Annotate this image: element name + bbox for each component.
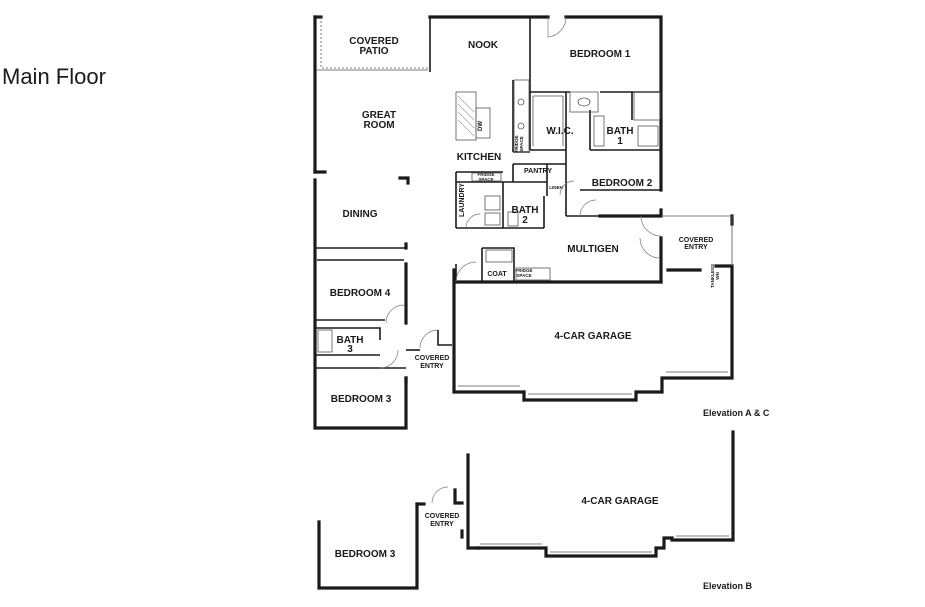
bedroom-4-label: BEDROOM 4	[330, 288, 391, 299]
bath-2-label: BATH	[511, 205, 538, 216]
fridge-space-mg-label-2: SPACE	[516, 273, 531, 278]
covered-entry-right-label: COVERED	[679, 237, 714, 244]
fridge-space-mg-label: FRIDGE	[515, 268, 532, 273]
great-room-label-2: ROOM	[363, 120, 394, 131]
garage-a-label: 4-CAR GARAGE	[554, 331, 632, 342]
bath-1-label-2: 1	[617, 136, 623, 147]
page-title: Main Floor	[2, 64, 106, 89]
coat-label: COAT	[487, 271, 507, 278]
covered-entry-a-outline	[404, 330, 452, 384]
covered-entry-right-outline	[640, 215, 733, 266]
covered-entry-a-label: COVERED	[415, 355, 450, 362]
covered-entry-b-label-2: ENTRY	[430, 521, 454, 528]
garage-b-label: 4-CAR GARAGE	[581, 496, 659, 507]
elevation-a-c-label: Elevation A & C	[703, 408, 770, 418]
covered-patio-label-2: PATIO	[359, 46, 388, 57]
nook-label: NOOK	[468, 40, 499, 51]
bedroom-2-label: BEDROOM 2	[592, 178, 653, 189]
bath-fixtures	[317, 91, 661, 353]
linen-label: LINEN	[549, 185, 563, 190]
covered-patio-outline	[317, 17, 431, 72]
bedroom-3-a-label: BEDROOM 3	[331, 394, 392, 405]
bedroom-1-label: BEDROOM 1	[570, 49, 631, 60]
exterior-walls	[313, 15, 734, 430]
covered-patio-label: COVERED	[349, 36, 398, 47]
covered-entry-right-label-2: ENTRY	[684, 244, 708, 251]
kitchen-label: KITCHEN	[457, 152, 501, 163]
wic-label: W.I.C.	[546, 126, 573, 137]
door-swings	[379, 16, 661, 369]
fixture-labels: DW FRIDGE SPACE	[478, 121, 524, 153]
great-room-label: GREAT	[362, 110, 396, 121]
multigen-label: MULTIGEN	[567, 244, 618, 255]
covered-entry-a-label-2: ENTRY	[420, 363, 444, 370]
fridge-space-label: FRIDGE	[477, 172, 494, 177]
fridge-mini-label: FRIDGE	[514, 135, 519, 152]
laundry-label: LAUNDRY	[459, 183, 466, 217]
covered-entry-b-label: COVERED	[425, 513, 460, 520]
pantry-label: PANTRY	[524, 168, 552, 175]
interior-walls	[313, 17, 661, 369]
kitchen-counters	[455, 79, 530, 227]
dining-label: DINING	[343, 209, 378, 220]
fridge-mini-label-2: SPACE	[519, 136, 524, 151]
room-labels: COVERED PATIO NOOK BEDROOM 1 GREAT ROOM …	[330, 36, 720, 560]
garage-doors-a	[458, 371, 728, 395]
dishwasher-label: DW	[478, 121, 484, 131]
bath-3-label-2: 3	[347, 344, 353, 355]
bedroom-3-b-label: BEDROOM 3	[335, 549, 396, 560]
bath-1-label: BATH	[606, 126, 633, 137]
bath-3-label: BATH	[336, 335, 363, 346]
bath-2-label-2: 2	[522, 215, 528, 226]
tankless-label: TANKLESS	[710, 264, 715, 288]
elevation-b-walls	[317, 430, 735, 590]
tankless-label-2: WH	[715, 272, 720, 280]
fridge-space-label-2: SPACE	[478, 177, 493, 182]
elevation-b-label: Elevation B	[703, 581, 753, 591]
